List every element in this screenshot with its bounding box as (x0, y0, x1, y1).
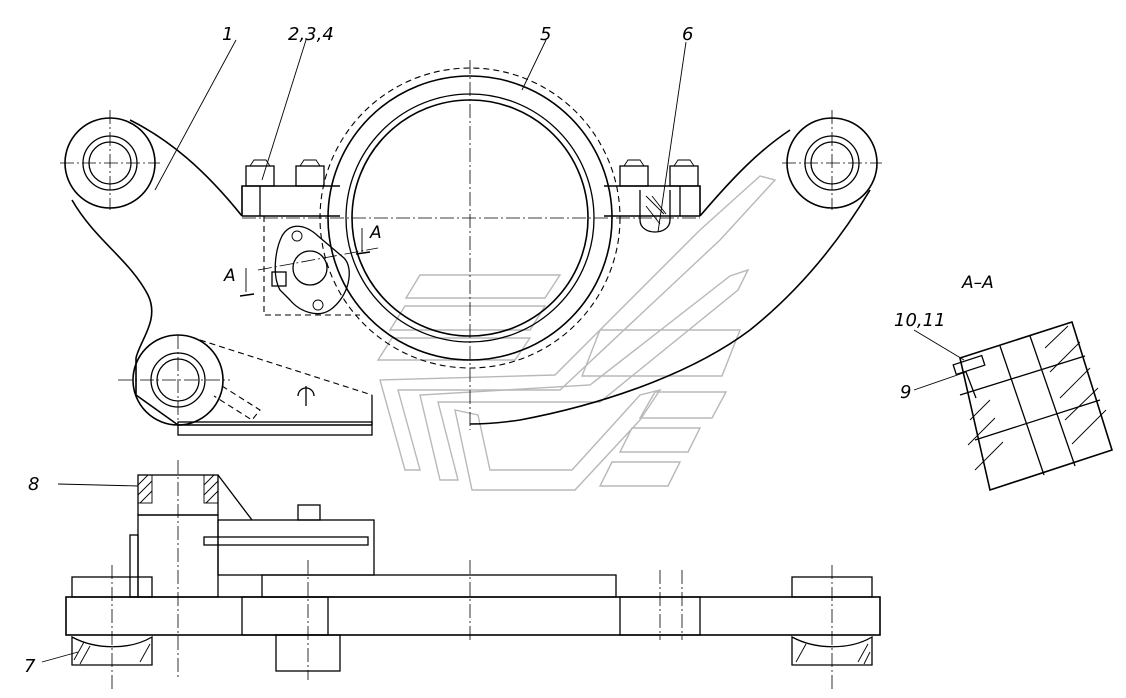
callout-6: 6 (682, 24, 693, 45)
watermark-logo (376, 175, 777, 491)
centerlines (60, 60, 882, 430)
section-marks: A A (223, 223, 382, 297)
callout-5: 5 (540, 24, 551, 45)
callout-10-11: 10,11 (894, 310, 946, 331)
section-mark-right-text: A (369, 223, 382, 243)
callout-8: 8 (28, 474, 39, 495)
port-flange (263, 216, 360, 316)
bracket-body-outline (64, 117, 878, 436)
callout-2-3-4: 2,3,4 (288, 24, 334, 45)
section-title: A–A (961, 273, 994, 293)
callout-9: 9 (900, 382, 911, 403)
callouts: 1 2,3,4 5 6 7 8 9 10,11 A–A (24, 24, 994, 677)
section-detail (952, 320, 1113, 492)
section-mark-left-text: A (223, 266, 236, 286)
callout-7: 7 (24, 656, 36, 677)
leader-lines (41, 39, 967, 663)
callout-1: 1 (222, 24, 233, 45)
bottom-view (65, 460, 881, 690)
